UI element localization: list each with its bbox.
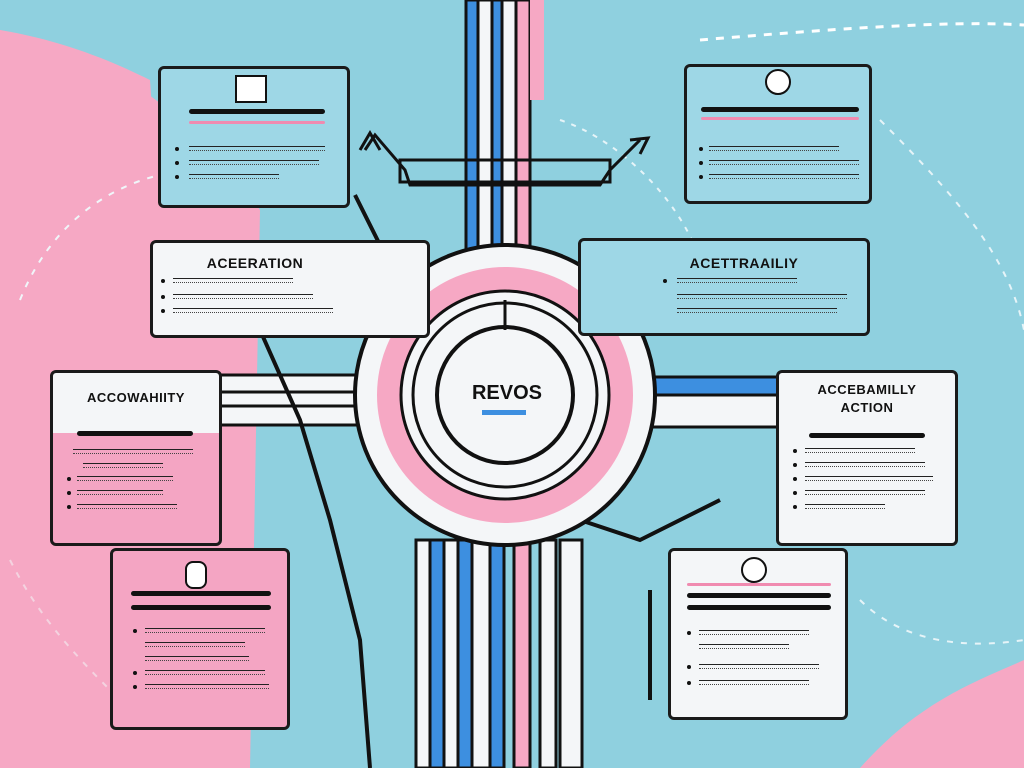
card-accessibility-action: ACCEBAMILLY ACTION (776, 370, 958, 546)
card-title-line1: ACCEBAMILLY (817, 382, 917, 397)
card-top-right (684, 64, 872, 204)
center-hub-label: REVOS (471, 382, 543, 404)
card-title: ACETTRAAILIY (689, 255, 799, 271)
card-title: ACCOWAHIITY (87, 390, 185, 405)
hand-icon (185, 561, 207, 589)
card-acceleration: ACEERATION (150, 240, 430, 338)
card-top-left (158, 66, 350, 208)
card-accountability-left: ACCOWAHIITY (50, 370, 222, 546)
card-bottom-right (668, 548, 848, 720)
card-title: ACEERATION (206, 255, 304, 271)
card-bottom-left (110, 548, 290, 730)
lightbulb-icon (765, 69, 791, 95)
card-accountability: ACETTRAAILIY (578, 238, 870, 336)
document-icon (235, 75, 267, 103)
target-icon (741, 557, 767, 583)
card-title-line2: ACTION (840, 400, 894, 415)
